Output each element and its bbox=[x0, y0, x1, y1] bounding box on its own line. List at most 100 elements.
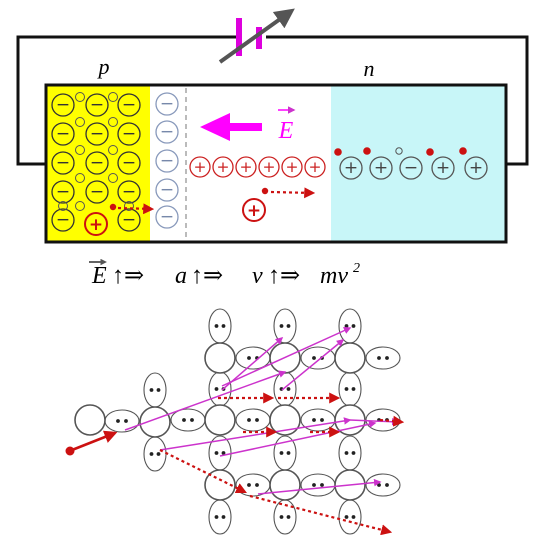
acceptor-ion: − bbox=[117, 151, 141, 175]
donor-ion: + bbox=[369, 156, 393, 180]
depletion-negative-ion: − bbox=[155, 205, 179, 229]
svg-text:v: v bbox=[252, 263, 263, 289]
electric-field-arrow-icon bbox=[200, 113, 262, 141]
lattice-atom bbox=[204, 404, 236, 436]
svg-text:E: E bbox=[91, 263, 107, 289]
svg-text:↑⇒: ↑⇒ bbox=[268, 263, 300, 289]
depletion-hole-carrier: + bbox=[242, 198, 266, 222]
p-label: p bbox=[97, 54, 110, 79]
acceptor-ion: − bbox=[51, 93, 75, 117]
svg-text:E: E bbox=[278, 118, 294, 144]
covalent-bond bbox=[104, 409, 140, 433]
depletion-positive-ion: + bbox=[235, 156, 257, 178]
hole-icon bbox=[75, 145, 85, 155]
depletion-positive-ion: + bbox=[212, 156, 234, 178]
hole-icon bbox=[108, 145, 118, 155]
lattice-atom bbox=[334, 342, 366, 374]
electron-dot-icon bbox=[426, 148, 434, 156]
incident-carrier bbox=[65, 446, 75, 456]
svg-text:−: − bbox=[56, 210, 70, 230]
electron-path bbox=[257, 478, 382, 495]
hole-path bbox=[249, 494, 393, 536]
lattice-atoms bbox=[74, 342, 366, 501]
svg-text:2: 2 bbox=[353, 261, 360, 276]
covalent-bond bbox=[365, 473, 401, 497]
energy-formula: E ↑⇒ a ↑⇒ v ↑⇒ mv 2 bbox=[89, 258, 360, 289]
hole-icon bbox=[75, 173, 85, 183]
hole-icon bbox=[108, 92, 118, 102]
covalent-bond bbox=[143, 436, 167, 472]
field-label: E bbox=[278, 106, 296, 144]
svg-text:−: − bbox=[160, 94, 174, 114]
acceptor-ion: − bbox=[51, 151, 75, 175]
svg-text:−: − bbox=[90, 95, 104, 115]
lattice-atom bbox=[269, 404, 301, 436]
depletion-negative-ion: − bbox=[155, 149, 179, 173]
svg-text:−: − bbox=[90, 153, 104, 173]
hole-path bbox=[379, 415, 405, 427]
avalanche-hole-paths bbox=[65, 392, 405, 536]
covalent-bond bbox=[208, 499, 232, 535]
svg-text:+: + bbox=[374, 158, 388, 178]
depletion-negative-ion: − bbox=[155, 120, 179, 144]
covalent-bond bbox=[208, 308, 232, 344]
svg-text:+: + bbox=[436, 158, 450, 178]
device-outline bbox=[44, 83, 508, 244]
svg-text:+: + bbox=[469, 158, 483, 178]
depletion-positive-ion: + bbox=[189, 156, 211, 178]
circuit-wire bbox=[16, 35, 529, 166]
svg-text:−: − bbox=[122, 124, 136, 144]
hole-icon bbox=[75, 201, 85, 211]
acceptor-ion: − bbox=[85, 122, 109, 146]
acceptor-ion: − bbox=[51, 180, 75, 204]
incident-path bbox=[71, 430, 118, 452]
depletion-hole-drift-arrow bbox=[261, 187, 316, 199]
donor-ion: + bbox=[431, 156, 455, 180]
hole-icon bbox=[395, 147, 403, 155]
lattice-bonds bbox=[104, 308, 401, 535]
svg-text:−: − bbox=[90, 124, 104, 144]
depletion-negative-ion: − bbox=[155, 92, 179, 116]
hole-path bbox=[159, 449, 247, 494]
covalent-bond bbox=[235, 346, 271, 370]
acceptor-ion: − bbox=[117, 208, 141, 232]
p-region-acceptor-ions: −−−−−−−−−−−−−− bbox=[51, 92, 141, 232]
svg-text:−: − bbox=[160, 180, 174, 200]
acceptor-ion: − bbox=[51, 208, 75, 232]
hole-icon bbox=[75, 92, 85, 102]
hole-icon bbox=[108, 117, 118, 127]
electron-dot-icon bbox=[334, 148, 342, 156]
depletion-positive-ion: + bbox=[258, 156, 280, 178]
svg-text:−: − bbox=[160, 151, 174, 171]
svg-text:+: + bbox=[247, 201, 261, 221]
electron-dot-icon bbox=[459, 147, 467, 155]
svg-text:−: − bbox=[56, 95, 70, 115]
electron-path bbox=[219, 420, 377, 457]
svg-text:−: − bbox=[122, 153, 136, 173]
svg-text:a: a bbox=[175, 263, 187, 289]
covalent-bond bbox=[338, 499, 362, 535]
svg-text:mv: mv bbox=[320, 263, 348, 289]
lattice-atom bbox=[139, 406, 171, 438]
acceptor-ion: − bbox=[85, 93, 109, 117]
depletion-positive-ions: ++++++ bbox=[189, 156, 326, 178]
covalent-bond bbox=[338, 371, 362, 407]
covalent-bond bbox=[235, 408, 271, 432]
electron-path bbox=[221, 337, 284, 391]
svg-text:−: − bbox=[404, 158, 418, 178]
covalent-bond bbox=[338, 435, 362, 471]
svg-text:−: − bbox=[160, 122, 174, 142]
svg-text:+: + bbox=[240, 158, 253, 176]
electron-path bbox=[281, 339, 345, 391]
electron-dot-icon bbox=[363, 147, 371, 155]
donor-ion: + bbox=[464, 156, 488, 180]
hole-icon bbox=[124, 201, 134, 211]
svg-text:↑⇒: ↑⇒ bbox=[191, 263, 223, 289]
svg-text:−: − bbox=[90, 182, 104, 202]
svg-text:−: − bbox=[56, 124, 70, 144]
svg-text:−: − bbox=[56, 153, 70, 173]
lattice-atom bbox=[74, 404, 106, 436]
covalent-bond bbox=[338, 308, 362, 344]
acceptor-ion: − bbox=[117, 180, 141, 204]
